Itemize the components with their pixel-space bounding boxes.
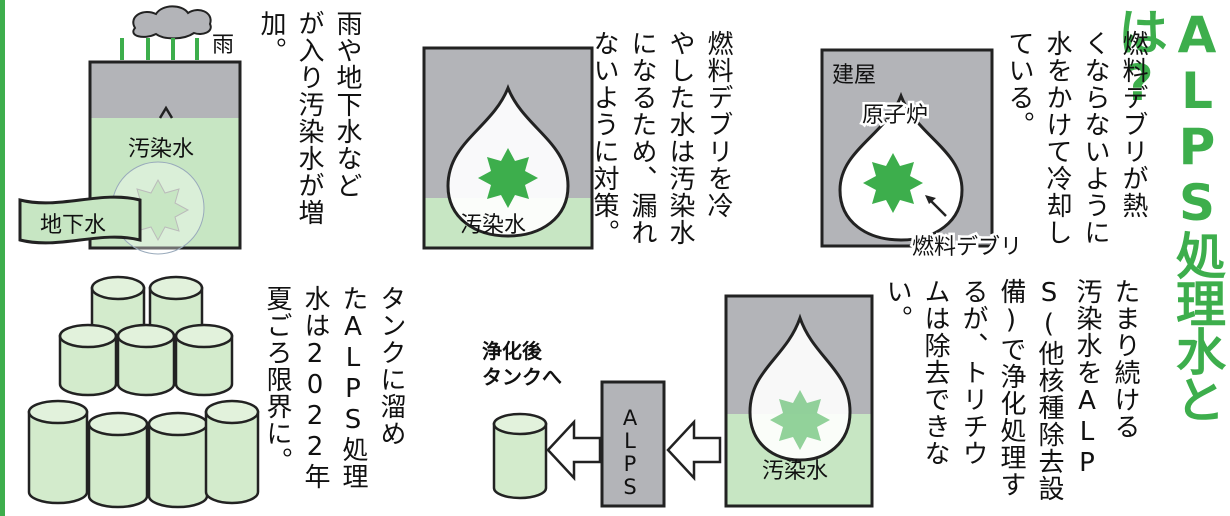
fuel-debris-star (863, 153, 923, 213)
tank-icon (174, 323, 234, 397)
alps-label: ALPS (618, 406, 642, 498)
groundwater-ribbon (18, 195, 142, 245)
panel3-illustration: 雨 汚染水 地下水 (18, 5, 242, 255)
tank-icon (147, 411, 209, 509)
water-label-4: 汚染水 (762, 459, 828, 484)
water-label-3: 汚染水 (128, 137, 194, 162)
panel5-text: タンクに溜め たALPS処理 水は2022年 夏ごろ限界に。 (262, 285, 406, 490)
tank-icon (58, 323, 118, 397)
reactor-label: 原子炉 (862, 103, 928, 128)
panel2-illustration: 汚染水 (422, 46, 594, 250)
panel4-illustration: 汚染水 浄化後 タンクへ (482, 294, 874, 508)
tank-icon (87, 411, 149, 509)
rain-label: 雨 (212, 33, 234, 58)
tank-icon (492, 412, 548, 500)
left-accent-bar (0, 0, 5, 516)
fuel-debris-star-2 (478, 148, 538, 208)
arrow-icon (546, 418, 602, 482)
title: ALPS処理水とは? (1110, 6, 1226, 422)
panel1-text: 燃料デブリが熱 くならないように 水をかけて冷却し ている。 (1004, 30, 1148, 246)
panel1-illustration: 建屋 原子炉 燃料デブリ (820, 48, 1025, 263)
dest-label-line1: 浄化後 (482, 339, 543, 363)
tank-icon (204, 399, 260, 505)
tank-icon (116, 323, 176, 397)
cloud-icon (132, 5, 212, 40)
panel2-text: 燃料デブリを冷 やした水は汚染水 になるため、漏れ ないように対策。 (589, 30, 733, 246)
tank-icon (27, 399, 89, 505)
debris-label: 燃料デブリ (912, 235, 1022, 260)
panel3-text: 雨や地下水など が入り汚染水が増 加。 (256, 10, 362, 226)
groundwater-label: 地下水 (40, 213, 106, 238)
water-label-2: 汚染水 (460, 213, 526, 238)
alps-unit (600, 380, 666, 508)
arrow-icon (666, 418, 722, 482)
dest-label-line2: タンクへ (482, 365, 562, 389)
tanks-illustration (27, 275, 260, 509)
panel4-text: たまり続ける 汚染水をALP S(他核種除去設 備)で浄化処理す るが、トリチウ… (882, 278, 1140, 502)
building-label: 建屋 (832, 63, 876, 88)
